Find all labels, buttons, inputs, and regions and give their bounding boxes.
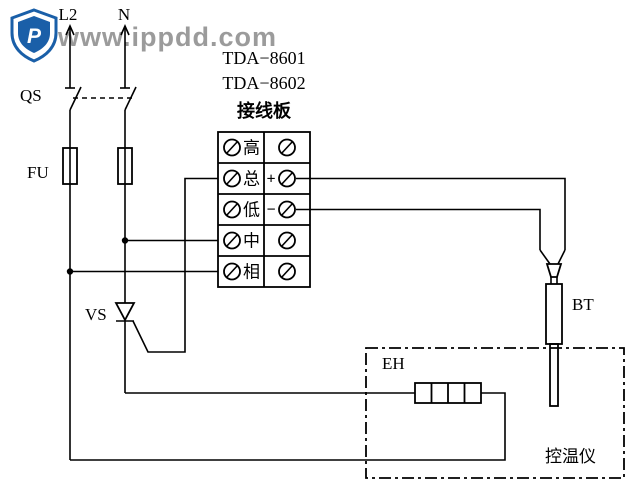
fuse-symbol-n bbox=[117, 147, 133, 185]
terminal-screw-icon bbox=[223, 231, 241, 250]
terminal-screw-icon bbox=[223, 169, 241, 188]
component-label-eh: EH bbox=[382, 354, 405, 373]
furnace-boundary-box bbox=[365, 347, 625, 479]
probe-lead-funnel bbox=[539, 249, 566, 265]
board-model-1: TDA−8601 bbox=[222, 48, 305, 68]
terminal-slash bbox=[280, 264, 294, 279]
wire-thermocouple-plus bbox=[296, 177, 566, 250]
terminal-slash bbox=[225, 264, 239, 279]
terminal-name: 中 bbox=[243, 232, 260, 251]
wire-heater-return bbox=[70, 392, 506, 461]
wire-vs-gate bbox=[132, 177, 218, 353]
terminal-name: 总 bbox=[243, 170, 260, 189]
terminal-screw-icon bbox=[278, 262, 296, 281]
terminal-name: 高 bbox=[243, 139, 260, 158]
terminal-slash bbox=[280, 202, 294, 217]
terminal-name: 相 bbox=[243, 263, 260, 282]
terminal-row: 低 − bbox=[223, 200, 296, 220]
terminal-polarity: + bbox=[266, 171, 275, 188]
terminal-row: 中 bbox=[223, 231, 296, 251]
terminal-screw-icon bbox=[223, 262, 241, 281]
terminal-board: 高 总 + 低 − 中 bbox=[217, 131, 311, 288]
probe-neck bbox=[550, 277, 558, 284]
terminal-row: 高 bbox=[223, 138, 296, 158]
terminal-screw-icon bbox=[223, 138, 241, 157]
site-logo-shield-icon: P bbox=[10, 8, 58, 63]
thyristor-triangle bbox=[114, 302, 136, 322]
component-label-vs: VS bbox=[85, 305, 107, 324]
terminal-slash bbox=[280, 171, 294, 186]
terminal-slash bbox=[225, 202, 239, 217]
heater-segments bbox=[430, 383, 466, 403]
supply-label-l2: L2 bbox=[59, 5, 78, 24]
terminal-screw-icon bbox=[278, 231, 296, 250]
terminal-slash bbox=[280, 140, 294, 155]
terminal-screw-icon bbox=[278, 200, 296, 219]
terminal-screw-icon bbox=[278, 138, 296, 157]
component-label-bt: BT bbox=[572, 295, 594, 314]
probe-connector bbox=[545, 263, 563, 278]
terminal-slash bbox=[225, 171, 239, 186]
wire-thermocouple-minus bbox=[296, 208, 541, 250]
component-label-fu: FU bbox=[27, 163, 49, 182]
probe-body bbox=[545, 283, 563, 345]
terminal-screw-icon bbox=[278, 169, 296, 188]
fuse-symbol-l2 bbox=[62, 147, 78, 185]
board-title: 接线板 bbox=[237, 100, 292, 121]
terminal-polarity: − bbox=[266, 202, 275, 219]
furnace-caption: 控温仪 bbox=[545, 447, 596, 466]
terminal-slash bbox=[280, 233, 294, 248]
component-label-qs: QS bbox=[20, 86, 42, 105]
probe-sheath bbox=[549, 343, 559, 407]
board-model-2: TDA−8602 bbox=[222, 73, 305, 93]
thermocouple-probe bbox=[539, 249, 566, 407]
logo-letter: P bbox=[27, 25, 42, 48]
terminal-row: 总 + bbox=[223, 169, 296, 189]
supply-label-n: N bbox=[118, 5, 130, 24]
terminal-slash bbox=[225, 233, 239, 248]
terminal-name: 低 bbox=[243, 201, 260, 220]
terminal-screw-icon bbox=[223, 200, 241, 219]
terminal-slash bbox=[225, 140, 239, 155]
watermark-text: www.ippdd.com bbox=[57, 22, 277, 52]
terminal-row: 相 bbox=[223, 262, 296, 282]
